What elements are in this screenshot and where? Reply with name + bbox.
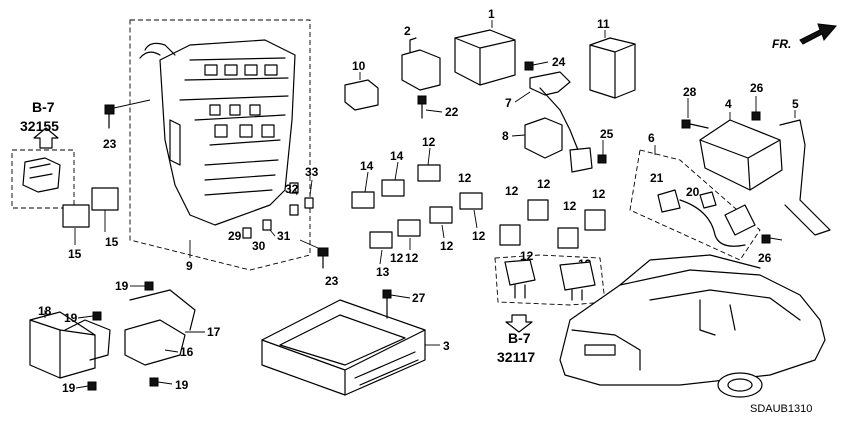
callout-12-g: 12 bbox=[563, 199, 577, 213]
callout-11: 11 bbox=[597, 17, 610, 31]
callout-33: 33 bbox=[305, 165, 319, 179]
callout-14-b: 14 bbox=[390, 149, 404, 163]
callout-14-a: 14 bbox=[360, 159, 374, 173]
callout-20: 20 bbox=[686, 185, 700, 199]
callout-1: 1 bbox=[488, 7, 495, 21]
left-relay-group: B-7 32155 15 15 23 bbox=[11, 99, 151, 261]
callout-3: 3 bbox=[443, 339, 450, 353]
callout-28: 28 bbox=[683, 85, 697, 99]
callout-22: 22 bbox=[445, 105, 459, 119]
ref-page-bottom: B-7 bbox=[508, 330, 531, 346]
ref-page-top-left: B-7 bbox=[32, 99, 55, 115]
callout-12-l: 12 bbox=[390, 251, 404, 265]
callout-31: 31 bbox=[277, 229, 291, 243]
callout-12-b: 12 bbox=[405, 251, 419, 265]
ref-code-bottom: 32117 bbox=[497, 349, 535, 365]
callout-12-k: 12 bbox=[458, 171, 472, 185]
callout-12-a: 12 bbox=[422, 135, 436, 149]
front-arrow-icon bbox=[799, 23, 837, 45]
callout-15-a: 15 bbox=[68, 247, 82, 261]
ecu-group: 3 27 bbox=[261, 289, 450, 396]
callout-19-a: 19 bbox=[115, 279, 129, 293]
down-arrow-icon bbox=[505, 314, 533, 333]
callout-27: 27 bbox=[412, 291, 426, 305]
callout-6: 6 bbox=[648, 131, 655, 145]
callout-30: 30 bbox=[252, 239, 266, 253]
callout-24: 24 bbox=[552, 55, 566, 69]
callout-9: 9 bbox=[186, 259, 193, 273]
callout-25: 25 bbox=[600, 127, 614, 141]
upper-center-parts: 10 2 1 22 bbox=[344, 7, 516, 119]
front-marker-label: FR. bbox=[772, 37, 791, 51]
callout-15-b: 15 bbox=[105, 235, 119, 249]
ref-code-top-left: 32155 bbox=[20, 118, 59, 134]
callout-19-b: 19 bbox=[64, 311, 78, 325]
callout-12-c: 12 bbox=[440, 239, 454, 253]
callout-32: 32 bbox=[285, 182, 299, 196]
callout-16: 16 bbox=[180, 345, 194, 359]
callout-19-c: 19 bbox=[62, 381, 76, 395]
callout-7: 7 bbox=[505, 96, 512, 110]
callout-23-a: 23 bbox=[103, 137, 117, 151]
callout-8: 8 bbox=[502, 129, 509, 143]
relay-11: 11 bbox=[589, 17, 636, 99]
callout-18: 18 bbox=[38, 304, 52, 318]
bracket-group: 19 19 19 19 18 16 17 bbox=[29, 279, 221, 395]
callout-12-f: 12 bbox=[537, 177, 551, 191]
bolt-23-lower: 23 bbox=[299, 239, 339, 288]
callout-13: 13 bbox=[376, 265, 390, 279]
relay-field: 14 14 12 13 12 12 12 12 12 12 12 12 12 1… bbox=[351, 135, 606, 365]
callout-21: 21 bbox=[650, 171, 664, 185]
car-illustration bbox=[559, 254, 826, 398]
callout-5: 5 bbox=[792, 97, 799, 111]
right-unit-group: 28 4 26 5 26 6 21 20 FR. bbox=[629, 23, 837, 265]
callout-4: 4 bbox=[725, 97, 732, 111]
sensor-group: 24 7 8 25 bbox=[502, 55, 614, 173]
callout-17: 17 bbox=[207, 325, 221, 339]
callout-12-h: 12 bbox=[592, 187, 606, 201]
callout-12-e: 12 bbox=[505, 184, 519, 198]
callout-19-d: 19 bbox=[175, 378, 189, 392]
callout-26-b: 26 bbox=[758, 251, 772, 265]
callout-10: 10 bbox=[352, 59, 366, 73]
callout-26-a: 26 bbox=[750, 81, 764, 95]
drawing-code: SDAUB1310 bbox=[750, 403, 812, 415]
fuse-box-group: 9 29 30 31 32 33 bbox=[129, 19, 319, 273]
callout-23-b: 23 bbox=[325, 274, 339, 288]
up-arrow-icon bbox=[33, 127, 59, 149]
callout-2: 2 bbox=[404, 24, 411, 38]
callout-29: 29 bbox=[228, 229, 242, 243]
callout-12-d: 12 bbox=[472, 229, 486, 243]
